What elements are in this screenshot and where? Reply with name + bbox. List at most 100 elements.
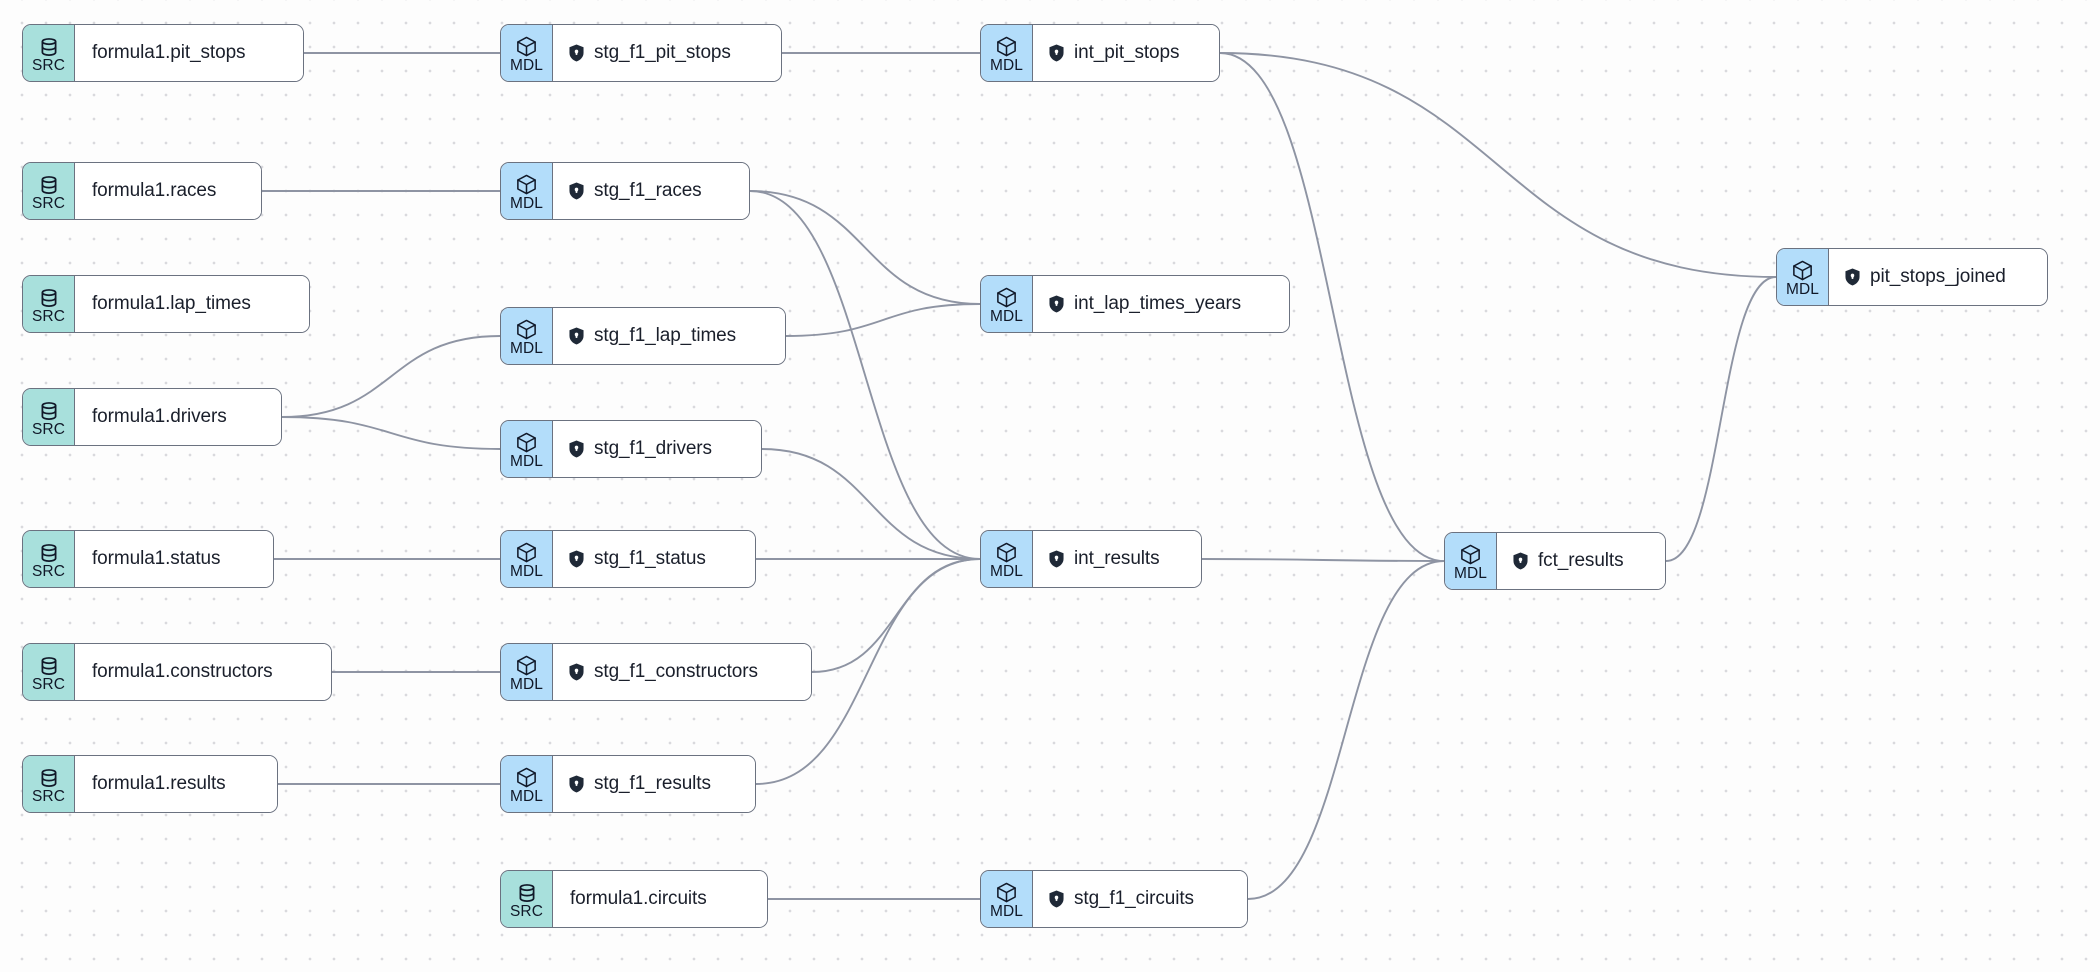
cube-icon [515,766,538,789]
node-body-stg_constructors: stg_f1_constructors [553,644,811,700]
graph-node-int_lap_times_years[interactable]: MDL int_lap_times_years [980,275,1290,333]
node-label: formula1.races [92,180,217,201]
node-body-stg_circuits: stg_f1_circuits [1033,871,1247,927]
node-type-badge-stg_races: MDL [501,163,553,219]
node-label: stg_f1_lap_times [594,325,737,346]
node-type-label: SRC [31,307,66,325]
database-icon [38,287,60,309]
graph-node-stg_races[interactable]: MDL stg_f1_races [500,162,750,220]
shield-lock-icon [1048,295,1065,313]
edge-src_drivers-to-stg_drivers [281,416,501,450]
graph-node-stg_constructors[interactable]: MDL stg_f1_constructors [500,643,812,701]
cube-icon [515,654,538,677]
cube-icon [995,541,1018,564]
shield-lock-icon [568,663,585,681]
node-label: pit_stops_joined [1870,266,2006,287]
shield-lock-icon [1048,44,1065,62]
node-body-src_circuits: formula1.circuits [553,871,767,927]
node-type-label: SRC [509,902,544,920]
node-body-fct_results: fct_results [1497,533,1665,589]
node-body-src_drivers: formula1.drivers [75,389,281,445]
node-label: stg_f1_races [594,180,702,201]
node-type-label: MDL [509,195,544,212]
cube-icon [515,35,538,58]
database-icon [38,36,60,58]
node-label: stg_f1_circuits [1074,888,1194,909]
cube-icon [995,286,1018,309]
node-type-label: MDL [509,453,544,470]
cube-icon [1459,543,1482,566]
node-type-badge-stg_lap_times: MDL [501,308,553,364]
cube-icon [515,431,538,454]
node-body-src_pit_stops: formula1.pit_stops [75,25,303,81]
node-type-badge-int_lap_times_years: MDL [981,276,1033,332]
cube-icon [995,35,1018,58]
shield-lock-icon [568,550,585,568]
node-label: formula1.results [92,773,226,794]
cube-icon [515,318,538,341]
graph-node-src_races[interactable]: SRC formula1.races [22,162,262,220]
node-type-badge-src_pit_stops: SRC [23,25,75,81]
graph-node-stg_lap_times[interactable]: MDL stg_f1_lap_times [500,307,786,365]
node-type-label: SRC [31,56,66,74]
node-type-label: MDL [1453,565,1488,582]
node-body-stg_drivers: stg_f1_drivers [553,421,761,477]
node-type-label: MDL [509,563,544,580]
node-type-badge-int_pit_stops: MDL [981,25,1033,81]
graph-node-stg_drivers[interactable]: MDL stg_f1_drivers [500,420,762,478]
node-type-label: MDL [989,308,1024,325]
shield-lock-icon [1844,268,1861,286]
node-label: stg_f1_drivers [594,438,712,459]
database-icon [38,174,60,196]
database-icon [516,882,538,904]
node-label: formula1.drivers [92,406,227,427]
node-type-label: SRC [31,675,66,693]
edge-stg_races-to-int_results [749,190,981,560]
node-body-stg_lap_times: stg_f1_lap_times [553,308,785,364]
edge-fct_results-to-pit_stops_joined [1665,276,1777,562]
node-body-src_lap_times: formula1.lap_times [75,276,309,332]
node-label: int_results [1074,548,1160,569]
node-type-badge-int_results: MDL [981,531,1033,587]
graph-node-src_circuits[interactable]: SRC formula1.circuits [500,870,768,928]
graph-node-int_results[interactable]: MDL int_results [980,530,1202,588]
graph-node-src_drivers[interactable]: SRC formula1.drivers [22,388,282,446]
shield-lock-icon [568,327,585,345]
node-body-stg_status: stg_f1_status [553,531,755,587]
graph-node-stg_status[interactable]: MDL stg_f1_status [500,530,756,588]
node-type-badge-src_drivers: SRC [23,389,75,445]
node-body-src_status: formula1.status [75,531,273,587]
shield-lock-icon [568,440,585,458]
edge-stg_circuits-to-fct_results [1247,560,1445,900]
edge-stg_races-to-int_lap_times_years [749,190,981,305]
graph-node-src_pit_stops[interactable]: SRC formula1.pit_stops [22,24,304,82]
node-type-label: MDL [509,676,544,693]
node-type-label: MDL [509,788,544,805]
node-type-badge-src_lap_times: SRC [23,276,75,332]
edge-int_results-to-fct_results [1201,558,1445,562]
cube-icon [515,173,538,196]
shield-lock-icon [568,182,585,200]
graph-node-stg_circuits[interactable]: MDL stg_f1_circuits [980,870,1248,928]
shield-lock-icon [1512,552,1529,570]
node-body-int_lap_times_years: int_lap_times_years [1033,276,1289,332]
shield-lock-icon [568,44,585,62]
node-type-badge-src_results: SRC [23,756,75,812]
node-body-src_results: formula1.results [75,756,277,812]
node-type-badge-stg_circuits: MDL [981,871,1033,927]
node-type-label: MDL [989,903,1024,920]
cube-icon [1791,259,1814,282]
node-label: int_lap_times_years [1074,293,1242,314]
node-type-label: SRC [31,194,66,212]
graph-node-src_lap_times[interactable]: SRC formula1.lap_times [22,275,310,333]
shield-lock-icon [1048,550,1065,568]
graph-node-src_results[interactable]: SRC formula1.results [22,755,278,813]
graph-node-fct_results[interactable]: MDL fct_results [1444,532,1666,590]
